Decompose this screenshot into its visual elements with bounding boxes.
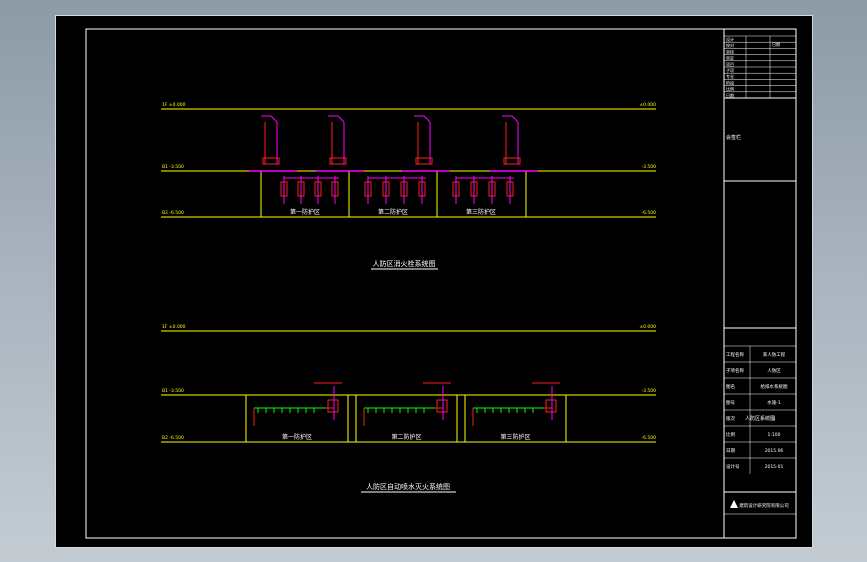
alarm-valve	[545, 399, 557, 413]
title-row-label: 子项	[726, 67, 734, 73]
info-row-label: 比例	[726, 431, 735, 438]
riser-elbow	[511, 115, 519, 123]
hydrant-box	[418, 181, 426, 197]
company-name: 建筑设计研究院有限公司	[739, 502, 789, 509]
title-row-label: 校对	[726, 42, 734, 48]
title-row-label: 专业	[726, 73, 734, 79]
info-row-value: 2015-01	[765, 464, 784, 470]
level-label-right: -3.500	[641, 164, 656, 170]
info-row-label: 版次	[726, 415, 735, 422]
notes-label: 会签栏	[726, 134, 741, 141]
hydrant-box	[314, 181, 322, 197]
info-row-label: 图名	[726, 383, 735, 390]
info-row-value: 某人防工程	[763, 351, 786, 358]
hydrant-box	[297, 181, 305, 197]
level-label-left: B2 -6.500	[162, 210, 184, 216]
info-row-label: 图号	[726, 400, 735, 406]
valve-box	[415, 157, 433, 165]
info-row-label: 子项名称	[726, 367, 744, 374]
inner-frame	[85, 28, 797, 539]
level-label-left: B1 -3.500	[162, 164, 184, 170]
zone-label: 第一防护区	[290, 208, 320, 216]
hydrant-box	[280, 181, 288, 197]
valve-box	[503, 157, 521, 165]
alarm-valve	[327, 399, 339, 413]
hydrant-box	[400, 181, 408, 197]
zone-label: 第二防护区	[378, 208, 408, 216]
level-label-right: -6.500	[641, 435, 656, 441]
zone-label: 第一防护区	[282, 433, 312, 441]
title-col-label: 日期	[772, 41, 780, 47]
level-label-left: B1 -3.500	[162, 388, 184, 394]
level-label-left: 1F ±0.000	[162, 324, 186, 330]
drawing-name: 人防区系统图	[745, 415, 775, 422]
zone-label: 第二防护区	[391, 433, 421, 441]
valve-box	[262, 157, 280, 165]
valve-box	[329, 157, 347, 165]
level-label-left: B2 -6.500	[162, 435, 184, 441]
diagram-title: 人防区消火栓系统图	[373, 259, 436, 268]
hydrant-box	[331, 181, 339, 197]
level-label-right: -6.500	[641, 210, 656, 216]
zone-label: 第三防护区	[500, 433, 530, 441]
title-row-label: 日期	[726, 92, 734, 98]
zone-label: 第三防护区	[466, 208, 496, 216]
diagram-title: 人防区自动喷水灭火系统图	[366, 482, 450, 491]
hydrant-box	[488, 181, 496, 197]
info-row-value: 1	[773, 416, 776, 422]
hydrant-box	[382, 181, 390, 197]
title-row-label: 审定	[726, 55, 734, 61]
hydrant-box	[364, 181, 372, 197]
info-row-value: 给排水系统图	[761, 383, 788, 390]
level-label-right: ±0.000	[639, 324, 656, 330]
riser-elbow	[423, 115, 431, 123]
title-row-label: 设计	[726, 36, 734, 42]
drawing-sheet: 1F ±0.000 ±0.000 B1 -3.500 -3.500 B2 -6.500 -…	[55, 15, 813, 548]
info-row-value: 水施-1	[767, 399, 781, 406]
hydrant-box	[452, 181, 460, 197]
title-row-label: 比例	[726, 86, 734, 92]
title-row-label: 审核	[726, 48, 734, 54]
info-row-value: 人防区	[767, 367, 781, 374]
level-label-right: ±0.000	[639, 102, 656, 108]
alarm-valve	[436, 399, 448, 413]
hydrant-box	[470, 181, 478, 197]
riser-elbow	[270, 115, 278, 123]
title-row-label: 项目	[726, 61, 734, 67]
level-label-left: 1F ±0.000	[162, 102, 186, 108]
cad-drawing: 1F ±0.000 ±0.000 B1 -3.500 -3.500 B2 -6.500 -…	[85, 28, 797, 539]
riser-elbow	[337, 115, 345, 123]
info-row-label: 工程名称	[726, 351, 744, 358]
hydrant-box	[506, 181, 514, 197]
info-row-label: 日期	[726, 448, 735, 454]
info-row-value: 2015.06	[765, 448, 784, 454]
info-row-label: 设计号	[726, 463, 740, 470]
title-row-label: 阶段	[726, 79, 734, 85]
company-logo	[730, 500, 738, 508]
info-row-value: 1:100	[768, 432, 781, 438]
level-label-right: -3.500	[641, 388, 656, 394]
